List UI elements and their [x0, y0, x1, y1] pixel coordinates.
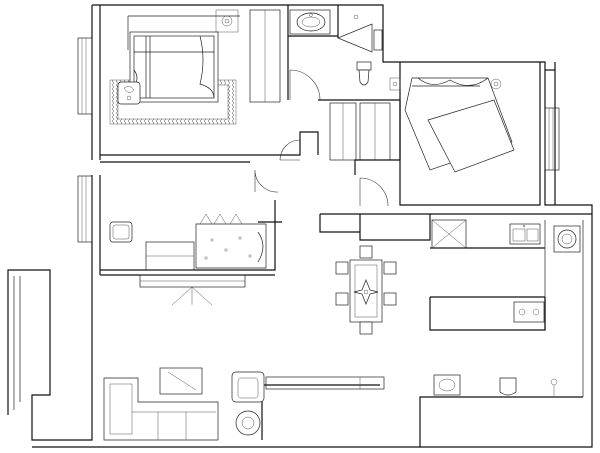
stove [513, 301, 545, 323]
lounge-chair [231, 371, 265, 403]
master-bedroom [100, 9, 319, 163]
bathroom [287, 5, 339, 100]
desk [195, 213, 267, 269]
washbasin [296, 12, 326, 32]
sofa [103, 377, 219, 441]
corridor-walls [254, 99, 401, 207]
second-bed [389, 77, 515, 173]
fridge [431, 219, 467, 249]
window-study [77, 175, 93, 243]
sink [509, 223, 541, 245]
window-second-bedroom [544, 107, 560, 171]
washing-machine [553, 225, 581, 253]
window-master-bedroom [77, 37, 93, 115]
tv-cabinet [159, 367, 203, 395]
study-window [139, 274, 246, 306]
double-bed [129, 31, 219, 103]
storage-cabinet [265, 376, 385, 390]
living-room [7, 269, 420, 448]
nightstand-lamp [117, 81, 141, 105]
bathroom-door [289, 69, 321, 101]
wardrobe-corridor-left [329, 102, 357, 161]
utility-bathroom [433, 374, 558, 396]
armchair [109, 221, 133, 243]
kitchen [319, 213, 592, 397]
side-table [235, 410, 261, 436]
bookshelf [145, 241, 195, 271]
toilet [356, 61, 372, 86]
shower-area [337, 14, 383, 53]
wardrobe-master [249, 9, 281, 103]
wardrobe-corridor-right [359, 102, 391, 161]
dining-table [335, 245, 397, 335]
